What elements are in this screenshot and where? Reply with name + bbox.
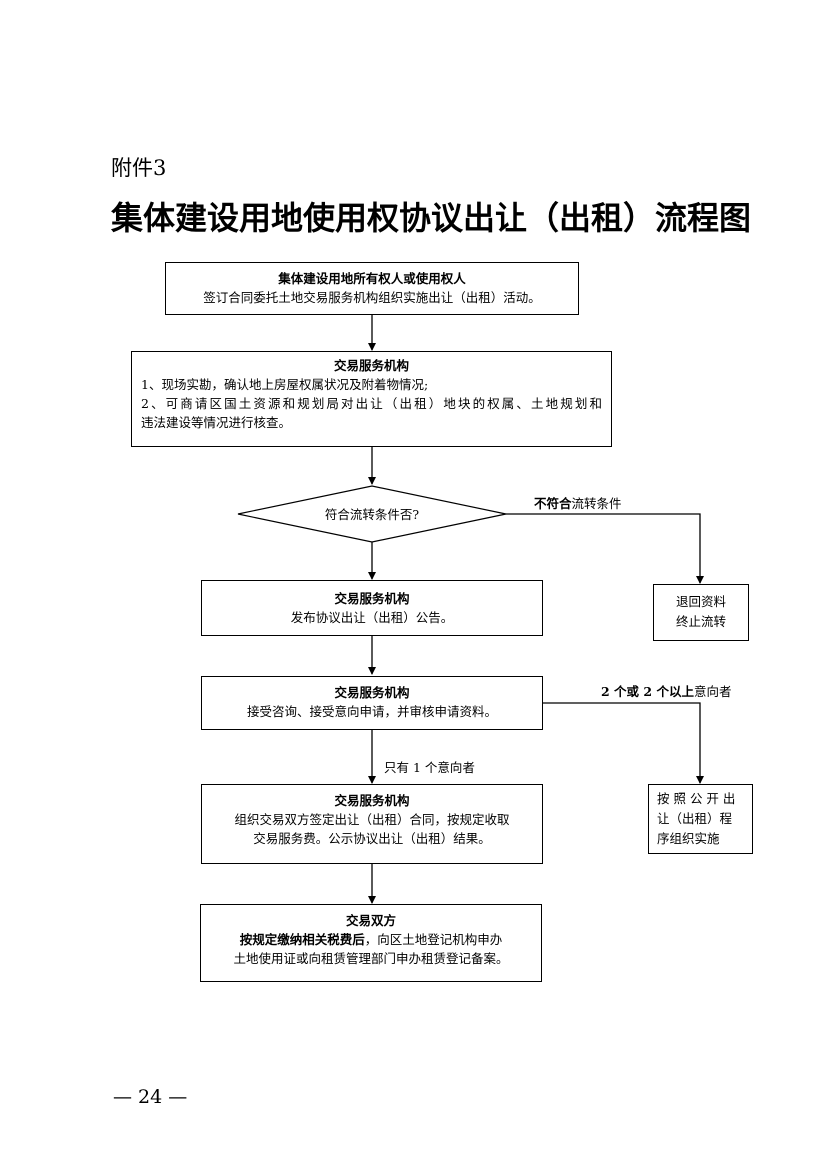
box-survey-line1: 1、现场实勘，确认地上房屋权属状况及附着物情况; [141, 377, 429, 392]
box-reject: 退回资料 终止流转 [653, 584, 749, 641]
not-meet-label: 不符合流转条件 [534, 493, 622, 512]
box-parties-line2: 土地使用证或向租赁管理部门申办租赁登记备案。 [233, 951, 509, 966]
box-both-parties: 交易双方 按规定缴纳相关税费后，向区土地登记机构申办 土地使用证或向租赁管理部门… [200, 904, 542, 982]
not-meet-rest: 流转条件 [571, 496, 622, 511]
box-contract-head: 交易服务机构 [334, 793, 410, 808]
box-announce-head: 交易服务机构 [334, 591, 410, 606]
box-service-survey: 交易服务机构 1、现场实勘，确认地上房屋权属状况及附着物情况; 2、可商请区国土… [131, 351, 612, 447]
decision-text: 符合流转条件否? [324, 507, 420, 522]
reject-line2: 终止流转 [675, 614, 726, 629]
box-service-announce: 交易服务机构 发布协议出让（出租）公告。 [201, 580, 543, 636]
box-contract-line2: 交易服务费。公示协议出让（出租）结果。 [253, 831, 491, 846]
multi-bidder-rest: 意向者 [693, 684, 732, 699]
box-accept-body: 接受咨询、接受意向申请，并审核申请资料。 [246, 704, 497, 719]
annex-label: 附件3 [111, 156, 167, 180]
box-parties-line1-rest: ，向区土地登记机构申办 [364, 932, 503, 947]
public-line1: 按 照 公 开 出 [657, 791, 736, 806]
single-bidder-label: 只有 1 个意向者 [384, 760, 475, 775]
not-meet-bold: 不符合 [534, 496, 572, 511]
box-parties-line1-bold: 按规定缴纳相关税费后 [239, 932, 365, 947]
public-line2: 让（出租）程 [657, 811, 733, 826]
box-service-contract: 交易服务机构 组织交易双方签定出让（出租）合同，按规定收取 交易服务费。公示协议… [201, 784, 543, 864]
box-owner-head: 集体建设用地所有权人或使用权人 [278, 271, 466, 286]
arrow-box4-public [542, 702, 704, 784]
public-line3: 序组织实施 [657, 831, 720, 846]
box-service-accept: 交易服务机构 接受咨询、接受意向申请，并审核申请资料。 [201, 676, 543, 730]
multi-bidder-bold: 2 个或 2 个以上 [601, 684, 694, 699]
box-survey-head: 交易服务机构 [333, 358, 409, 373]
page-title: 集体建设用地使用权协议出让（出租）流程图 [111, 199, 752, 237]
box-owner-entrust: 集体建设用地所有权人或使用权人 签订合同委托土地交易服务机构组织实施出让（出租）… [165, 262, 579, 315]
box-contract-line1: 组织交易双方签定出让（出租）合同，按规定收取 [234, 812, 510, 827]
box-parties-line1: 按规定缴纳相关税费后，向区土地登记机构申办 [201, 930, 541, 949]
multi-bidder-label: 2 个或 2 个以上意向者 [601, 681, 731, 700]
box-public-procedure: 按 照 公 开 出 让（出租）程 序组织实施 [648, 784, 753, 854]
reject-line1: 退回资料 [675, 594, 726, 609]
arrow-decision-reject [506, 513, 704, 584]
box-survey-line2: 2、可商请区国土资源和规划局对出让（出租）地块的权属、土地规划和 [141, 396, 602, 411]
box-announce-body: 发布协议出让（出租）公告。 [290, 610, 454, 625]
box-accept-head: 交易服务机构 [334, 685, 410, 700]
box-survey-line3: 违法建设等情况进行核查。 [141, 415, 292, 430]
page-number: — 24 — [113, 1086, 188, 1108]
box-parties-head: 交易双方 [345, 913, 396, 928]
box-owner-body: 签订合同委托土地交易服务机构组织实施出让（出租）活动。 [203, 290, 541, 305]
